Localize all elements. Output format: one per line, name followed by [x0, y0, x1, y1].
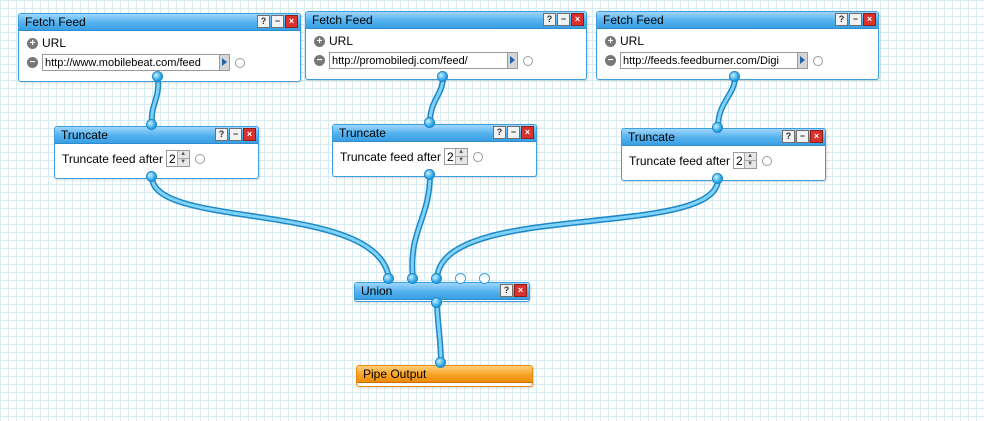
close-button[interactable]: ×	[285, 15, 298, 28]
module-titlebar[interactable]: Pipe Output	[357, 366, 532, 383]
truncate-count-stepper[interactable]: 2 ▲▼	[165, 150, 190, 167]
fetch-feed-2-output-terminal[interactable]	[437, 71, 448, 82]
module-titlebar[interactable]: Fetch Feed ? − ×	[306, 12, 586, 29]
url-label: URL	[42, 36, 67, 50]
module-title: Fetch Feed	[603, 13, 664, 27]
close-button[interactable]: ×	[810, 130, 823, 143]
url-terminal[interactable]	[523, 55, 533, 66]
minimize-button[interactable]: −	[557, 13, 570, 26]
module-title: Truncate	[628, 130, 675, 144]
url-input[interactable]: http://promobiledj.com/feed/	[329, 52, 518, 69]
help-button[interactable]: ?	[493, 126, 506, 139]
truncate-3-input-terminal[interactable]	[712, 122, 723, 133]
close-button[interactable]: ×	[243, 128, 256, 141]
truncate-3-output-terminal[interactable]	[712, 173, 723, 184]
union-input-terminal-3[interactable]	[431, 273, 442, 284]
url-terminal[interactable]	[235, 57, 245, 68]
url-options-arrow-icon[interactable]	[507, 53, 517, 68]
truncate-module-3[interactable]: Truncate ? − × Truncate feed after 2 ▲▼	[621, 128, 826, 181]
help-button[interactable]: ?	[782, 130, 795, 143]
fetch-feed-1-output-terminal[interactable]	[152, 71, 163, 82]
module-title: Union	[361, 284, 393, 298]
truncate-1-input-terminal[interactable]	[146, 119, 157, 130]
url-label: URL	[329, 34, 354, 48]
truncate-count-stepper[interactable]: 2 ▲▼	[443, 148, 468, 165]
url-input[interactable]: http://www.mobilebeat.com/feed	[42, 54, 230, 71]
truncate-2-output-terminal[interactable]	[424, 169, 435, 180]
stepper-up-icon[interactable]: ▲	[177, 151, 189, 158]
minimize-button[interactable]: −	[849, 13, 862, 26]
truncate-count-value[interactable]: 2	[446, 149, 454, 164]
add-url-icon[interactable]: +	[314, 35, 325, 47]
help-button[interactable]: ?	[257, 15, 270, 28]
close-button[interactable]: ×	[863, 13, 876, 26]
count-terminal[interactable]	[194, 153, 205, 164]
url-terminal[interactable]	[813, 55, 823, 66]
module-title: Fetch Feed	[312, 13, 373, 27]
close-button[interactable]: ×	[571, 13, 584, 26]
truncate-label: Truncate feed after	[62, 151, 163, 166]
minimize-button[interactable]: −	[229, 128, 242, 141]
help-button[interactable]: ?	[543, 13, 556, 26]
fetch-feed-module-2[interactable]: Fetch Feed ? − × + URL − http://promobil…	[305, 11, 587, 80]
module-title: Pipe Output	[363, 367, 427, 381]
stepper-down-icon[interactable]: ▼	[177, 158, 189, 166]
url-options-arrow-icon[interactable]	[797, 53, 807, 68]
truncate-count-stepper[interactable]: 2 ▲▼	[732, 152, 757, 169]
stepper-down-icon[interactable]: ▼	[744, 160, 756, 168]
module-titlebar[interactable]: Truncate ? − ×	[55, 127, 258, 144]
union-module[interactable]: Union ? ×	[354, 282, 530, 302]
minimize-button[interactable]: −	[271, 15, 284, 28]
close-button[interactable]: ×	[521, 126, 534, 139]
union-input-terminal-5[interactable]	[479, 273, 490, 284]
fetch-feed-module-3[interactable]: Fetch Feed ? − × + URL − http://feeds.fe…	[596, 11, 879, 80]
truncate-count-value[interactable]: 2	[735, 153, 743, 168]
count-terminal[interactable]	[761, 155, 772, 166]
minimize-button[interactable]: −	[507, 126, 520, 139]
union-input-terminal-1[interactable]	[383, 273, 394, 284]
module-title: Truncate	[339, 126, 386, 140]
remove-url-icon[interactable]: −	[605, 55, 616, 66]
module-title: Fetch Feed	[25, 15, 86, 29]
stepper-down-icon[interactable]: ▼	[455, 156, 467, 164]
union-input-terminal-4[interactable]	[455, 273, 466, 284]
module-titlebar[interactable]: Union ? ×	[355, 283, 529, 300]
remove-url-icon[interactable]: −	[27, 57, 38, 68]
stepper-up-icon[interactable]: ▲	[744, 153, 756, 160]
truncate-module-1[interactable]: Truncate ? − × Truncate feed after 2 ▲▼	[54, 126, 259, 179]
url-label: URL	[620, 34, 645, 48]
url-options-arrow-icon[interactable]	[219, 55, 229, 70]
truncate-1-output-terminal[interactable]	[146, 171, 157, 182]
stepper-up-icon[interactable]: ▲	[455, 149, 467, 156]
module-titlebar[interactable]: Fetch Feed ? − ×	[597, 12, 878, 29]
remove-url-icon[interactable]: −	[314, 55, 325, 66]
module-titlebar[interactable]: Fetch Feed ? − ×	[19, 14, 300, 31]
truncate-label: Truncate feed after	[629, 153, 730, 168]
help-button[interactable]: ?	[500, 284, 513, 297]
truncate-2-input-terminal[interactable]	[424, 117, 435, 128]
truncate-count-value[interactable]: 2	[168, 151, 176, 166]
union-input-terminal-2[interactable]	[407, 273, 418, 284]
module-title: Truncate	[61, 128, 108, 142]
url-input[interactable]: http://feeds.feedburner.com/Digi	[620, 52, 808, 69]
help-button[interactable]: ?	[835, 13, 848, 26]
pipe-output-input-terminal[interactable]	[435, 357, 446, 368]
add-url-icon[interactable]: +	[605, 35, 616, 47]
fetch-feed-module-1[interactable]: Fetch Feed ? − × + URL − http://www.mobi…	[18, 13, 301, 82]
close-button[interactable]: ×	[514, 284, 527, 297]
union-output-terminal[interactable]	[431, 297, 442, 308]
truncate-label: Truncate feed after	[340, 149, 441, 164]
module-titlebar[interactable]: Truncate ? − ×	[333, 125, 536, 142]
add-url-icon[interactable]: +	[27, 37, 38, 49]
fetch-feed-3-output-terminal[interactable]	[729, 71, 740, 82]
module-titlebar[interactable]: Truncate ? − ×	[622, 129, 825, 146]
help-button[interactable]: ?	[215, 128, 228, 141]
pipe-output-module[interactable]: Pipe Output	[356, 365, 533, 387]
count-terminal[interactable]	[472, 151, 483, 162]
minimize-button[interactable]: −	[796, 130, 809, 143]
truncate-module-2[interactable]: Truncate ? − × Truncate feed after 2 ▲▼	[332, 124, 537, 177]
